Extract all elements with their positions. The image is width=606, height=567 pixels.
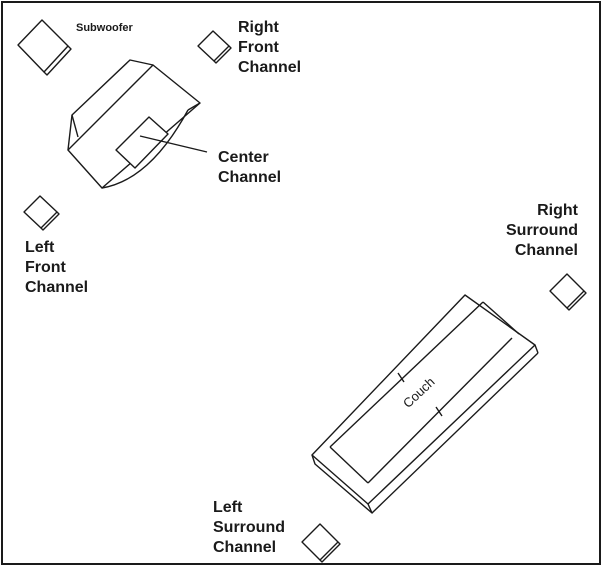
subwoofer-speaker: [17, 19, 72, 76]
center-leader-line: [139, 135, 208, 153]
left-front-speaker: [23, 195, 60, 231]
couch: [311, 294, 539, 514]
center-tv-cabinet: [67, 59, 201, 189]
right-front-channel-label: Right Front Channel: [238, 19, 302, 76]
center-channel-label: Center Channel: [218, 149, 282, 186]
subwoofer-label: Subwoofer: [76, 22, 133, 34]
right-surround-channel-label: Right Surround Channel: [506, 202, 578, 259]
right-surround-speaker: [549, 273, 587, 311]
right-front-speaker: [197, 30, 232, 64]
center-channel-speaker: [115, 116, 169, 169]
left-front-channel-label: Left Front Channel: [25, 239, 89, 296]
left-surround-speaker: [301, 523, 341, 563]
left-surround-channel-label: Left Surround Channel: [213, 499, 285, 556]
